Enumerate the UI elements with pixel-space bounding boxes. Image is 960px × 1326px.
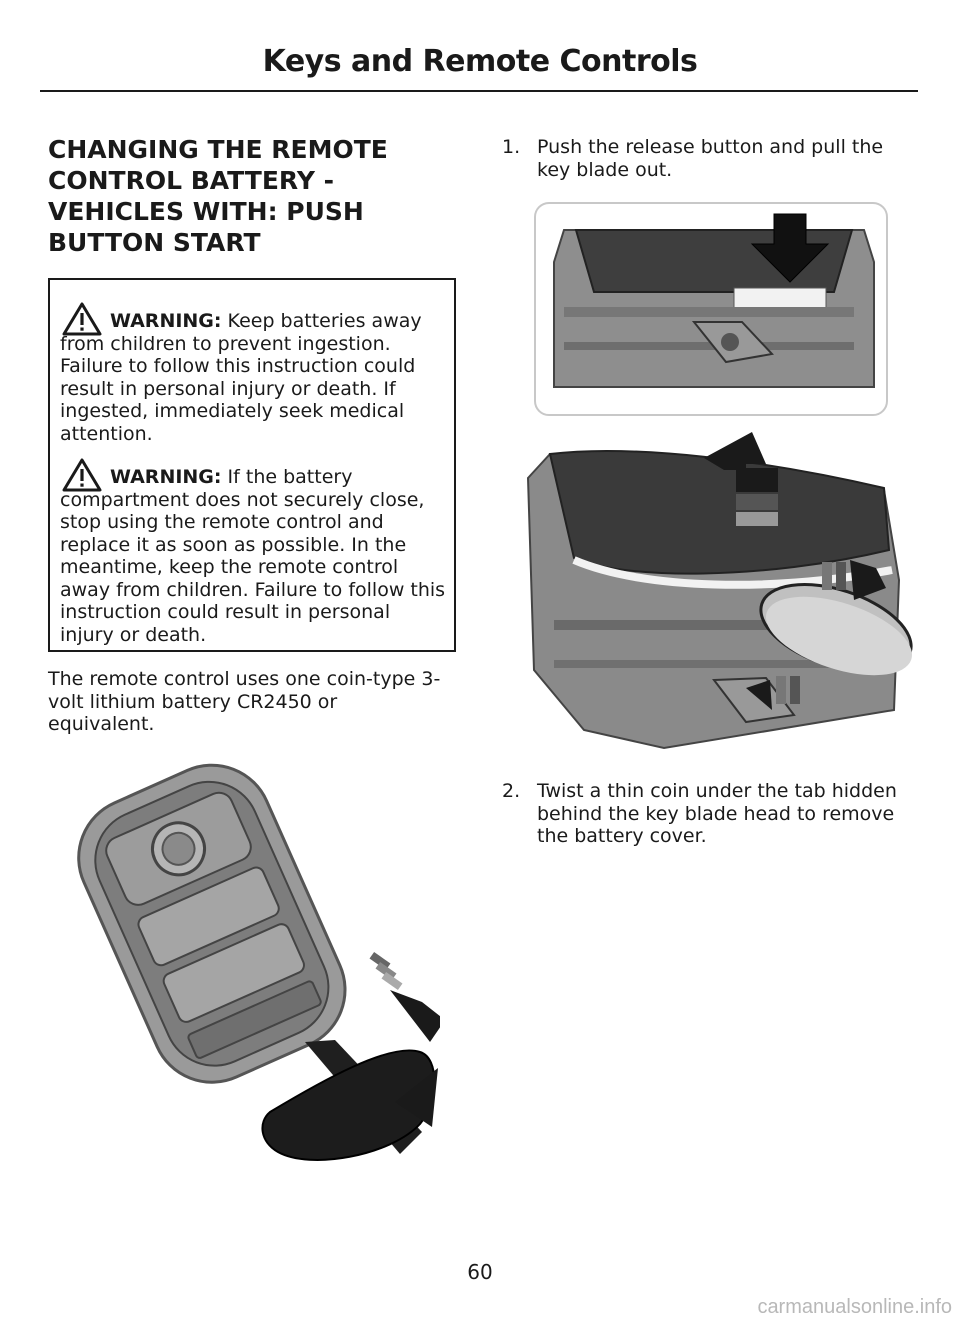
step-2: 2. Twist a thin coin under the tab hidde… [502, 780, 922, 848]
warning-triangle-icon [62, 302, 102, 336]
warning-label: WARNING: [110, 466, 222, 488]
warning-label: WARNING: [110, 310, 222, 332]
key-fob-illustration [77, 763, 440, 1161]
warning-text: If the battery compartment does not secu… [60, 466, 446, 646]
site-watermark[interactable]: carmanualsonline.info [757, 1296, 952, 1318]
release-button-illustration [534, 202, 888, 416]
section-title: CHANGING THE REMOTE CONTROL BATTERY - VE… [48, 135, 388, 257]
header-divider [40, 90, 918, 92]
warning-ingestion: WARNING: Keep batteries away from childr… [60, 302, 448, 445]
warning-triangle-icon [62, 458, 102, 492]
step-1: 1. Push the release button and pull the … [502, 136, 922, 181]
warning-box: WARNING: Keep batteries away from childr… [48, 278, 456, 652]
page-header-title: Keys and Remote Controls [262, 44, 698, 79]
warning-battery-compartment: WARNING: If the battery compartment does… [60, 458, 448, 646]
battery-info-text: The remote control uses one coin-type 3-… [48, 668, 441, 735]
step-number: 2. [502, 780, 521, 802]
warning-text: Keep batteries away from children to pre… [60, 310, 422, 445]
step-text: Twist a thin coin under the tab hidden b… [537, 780, 897, 847]
battery-cover-illustration [526, 432, 913, 750]
page-number: 60 [467, 1260, 493, 1284]
step-number: 1. [502, 136, 521, 158]
step-text: Push the release button and pull the key… [537, 136, 884, 181]
